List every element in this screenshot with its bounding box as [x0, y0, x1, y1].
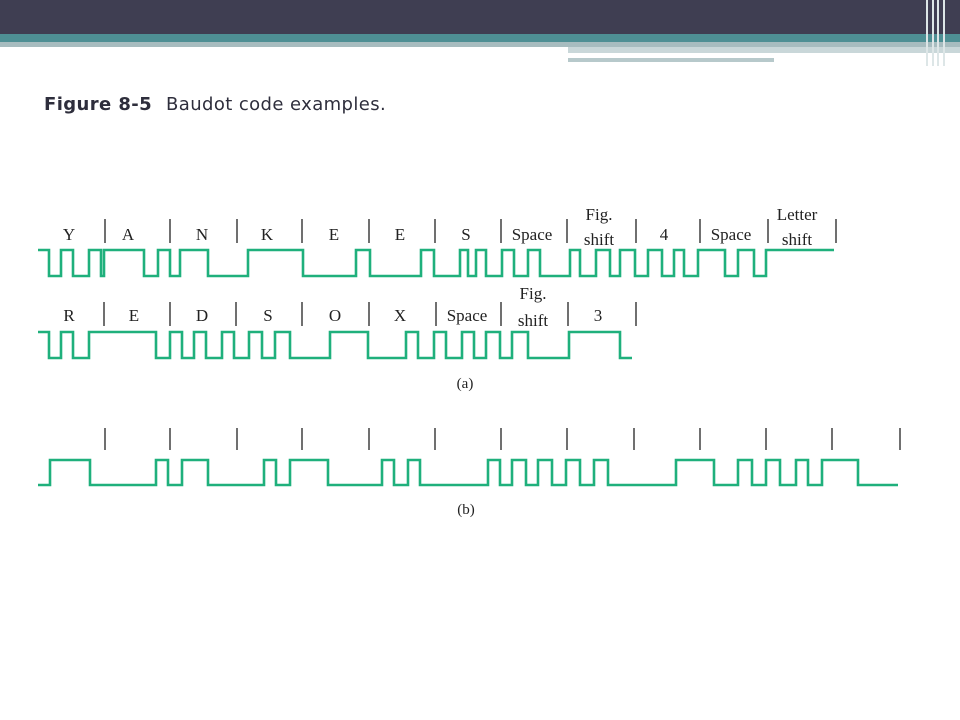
char-label: E: [395, 225, 405, 244]
char-label: shift: [782, 230, 813, 249]
char-label: 3: [594, 306, 603, 325]
slide-header-bar: [0, 0, 960, 66]
header-light-band: [568, 47, 960, 53]
slide-title: Figure 8-5 Baudot code examples.: [44, 94, 386, 115]
char-label: Y: [63, 225, 75, 244]
char-label: 4: [660, 225, 669, 244]
char-label: K: [261, 225, 274, 244]
header-teal-band: [0, 34, 960, 42]
char-label: D: [196, 306, 208, 325]
row-a2-character-labels: R E D S O X Space Fig. shift 3: [63, 284, 602, 330]
char-label: R: [63, 306, 75, 325]
char-label: O: [329, 306, 341, 325]
char-label: S: [461, 225, 470, 244]
char-label: shift: [518, 311, 549, 330]
char-label: N: [196, 225, 208, 244]
header-vertical-lines: [926, 0, 952, 66]
char-label: E: [329, 225, 339, 244]
figure-title: Baudot code examples.: [166, 94, 387, 115]
waveform-row-a1: [38, 248, 834, 278]
char-label: Space: [711, 225, 752, 244]
char-label: shift: [584, 230, 615, 249]
char-label: A: [122, 225, 135, 244]
char-label: Letter: [777, 205, 818, 224]
char-label: X: [394, 306, 406, 325]
header-thin-band: [568, 58, 774, 62]
row-a1-separators: [104, 219, 837, 243]
waveform-row-a2: [38, 330, 632, 360]
char-label: Fig.: [520, 284, 547, 303]
row-a2-separators: [103, 302, 637, 326]
char-label: Space: [447, 306, 488, 325]
row-b-separators: [104, 428, 901, 450]
caption-a: (a): [457, 376, 474, 392]
char-label: S: [263, 306, 272, 325]
char-label: E: [129, 306, 139, 325]
waveform-row-b: [38, 458, 898, 487]
char-label: Fig.: [586, 205, 613, 224]
char-label: Space: [512, 225, 553, 244]
row-a1-character-labels: Y A N K E E S Space Fig. shift 4 Space Letter shift: [63, 205, 818, 249]
header-dark-band: [0, 0, 960, 34]
caption-b: (b): [457, 502, 475, 518]
figure-label: Figure 8-5: [44, 94, 153, 115]
header-grey-band: [0, 42, 960, 47]
